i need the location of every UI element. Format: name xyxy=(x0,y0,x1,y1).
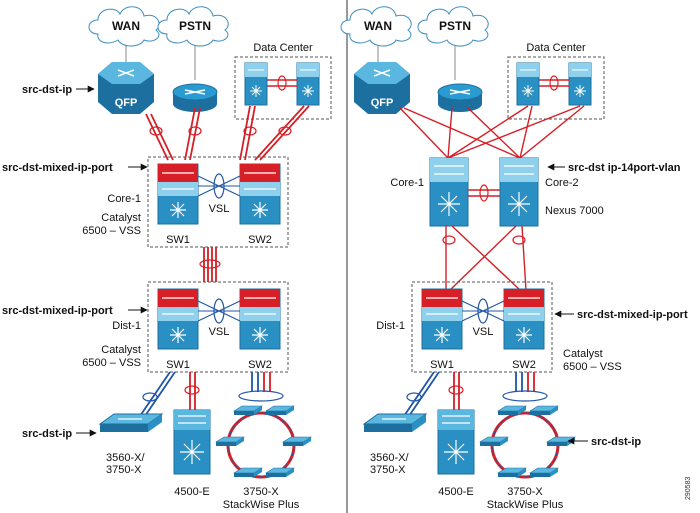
catalyst-core-left: Catalyst xyxy=(101,212,141,224)
pstn-label-left: PSTN xyxy=(179,19,211,33)
right-panel: WAN PSTN Data Center QFP Core-1 Core-2 N… xyxy=(340,6,692,511)
catalyst-dist-right: Catalyst xyxy=(563,348,603,360)
qfp-label-left: QFP xyxy=(115,97,138,109)
dist-sw1-left xyxy=(157,288,199,350)
access-4500-right xyxy=(437,409,475,475)
cloud-links-left xyxy=(125,46,196,80)
ann-dist-right: src-dst-mixed-ip-port xyxy=(577,309,688,321)
core-dist-links-right xyxy=(445,225,527,291)
stack-3750-label-left: 3750-X xyxy=(243,486,279,498)
ann-access-left: src-dst-ip xyxy=(22,428,72,440)
ann-core-right: src-dst ip-14port-vlan xyxy=(568,162,681,174)
vsl-dist-label-right: VSL xyxy=(473,326,494,338)
access-3750-label-left: 3750-X xyxy=(106,464,142,476)
core-dist-links-left xyxy=(203,247,217,282)
ann-stack-right: src-dst-ip xyxy=(591,436,641,448)
uplinks-right xyxy=(399,105,585,159)
dist-sw1-right xyxy=(421,288,463,350)
core2-label-right: Core-2 xyxy=(545,177,579,189)
vss-dist-left: 6500 – VSS xyxy=(82,357,141,369)
nexus-core-2 xyxy=(499,157,539,227)
left-panel: WAN PSTN Data Center QFP xyxy=(2,6,332,511)
access-3560-label-left: 3560-X/ xyxy=(106,452,145,464)
dist-sw2-right xyxy=(503,288,545,350)
ann-dist-left: src-dst-mixed-ip-port xyxy=(2,305,113,317)
vsl-dist-label-left: VSL xyxy=(209,326,230,338)
dist-vss-box-right xyxy=(411,281,553,373)
access-3750-label-right: 3750-X xyxy=(370,464,406,476)
access-3560-label-right: 3560-X/ xyxy=(370,452,409,464)
data-center-box-right xyxy=(507,56,605,120)
data-center-label-left: Data Center xyxy=(253,42,313,54)
stack-plus-label-left: StackWise Plus xyxy=(223,499,300,511)
dc-switch-right-2 xyxy=(568,62,592,106)
dist-vss-box-left xyxy=(147,281,289,373)
core-vss-box-left xyxy=(147,156,289,248)
pstn-label-right: PSTN xyxy=(439,19,471,33)
dist-label-right: Dist-1 xyxy=(376,320,405,332)
vss-core-left: 6500 – VSS xyxy=(82,225,141,237)
sw1-dist-label-left: SW1 xyxy=(166,359,190,371)
dc-switch-left-2 xyxy=(296,62,320,106)
sw1-core-label-left: SW1 xyxy=(166,234,190,246)
access-4500-left xyxy=(173,409,211,475)
core-sw1-left xyxy=(157,163,199,225)
sw1-dist-label-right: SW1 xyxy=(430,359,454,371)
sw2-core-label-left: SW2 xyxy=(248,234,272,246)
dist-sw2-left xyxy=(239,288,281,350)
uplinks-left xyxy=(145,105,310,161)
core1-label-right: Core-1 xyxy=(390,177,424,189)
stack-3750-label-right: 3750-X xyxy=(507,486,543,498)
access-3560-left xyxy=(99,413,163,433)
dc-switch-left-1 xyxy=(244,62,268,106)
dc-switch-right-1 xyxy=(516,62,540,106)
access-4500-label-right: 4500-E xyxy=(438,486,473,498)
dist-label-left: Dist-1 xyxy=(112,320,141,332)
nexus-core-1 xyxy=(429,157,469,227)
figure-number: 290583 xyxy=(685,477,692,500)
access-4500-label-left: 4500-E xyxy=(174,486,209,498)
core-sw2-left xyxy=(239,163,281,225)
pstn-router-right xyxy=(437,83,483,113)
vss-dist-right: 6500 – VSS xyxy=(563,361,622,373)
access-3560-right xyxy=(363,413,427,433)
stack-plus-label-right: StackWise Plus xyxy=(487,499,564,511)
wan-label-right: WAN xyxy=(364,19,392,33)
vsl-core-label-left: VSL xyxy=(209,203,230,215)
ann-qfp-left: src-dst-ip xyxy=(22,84,72,96)
nexus-label-right: Nexus 7000 xyxy=(545,205,604,217)
core-label-left: Core-1 xyxy=(107,193,141,205)
data-center-label-right: Data Center xyxy=(526,42,586,54)
ann-core-left: src-dst-mixed-ip-port xyxy=(2,162,113,174)
wan-label-left: WAN xyxy=(112,19,140,33)
qfp-label-right: QFP xyxy=(371,97,394,109)
catalyst-dist-left: Catalyst xyxy=(101,344,141,356)
sw2-dist-label-left: SW2 xyxy=(248,359,272,371)
pstn-router-left xyxy=(172,83,218,113)
data-center-box-left xyxy=(234,56,332,120)
sw2-dist-label-right: SW2 xyxy=(512,359,536,371)
